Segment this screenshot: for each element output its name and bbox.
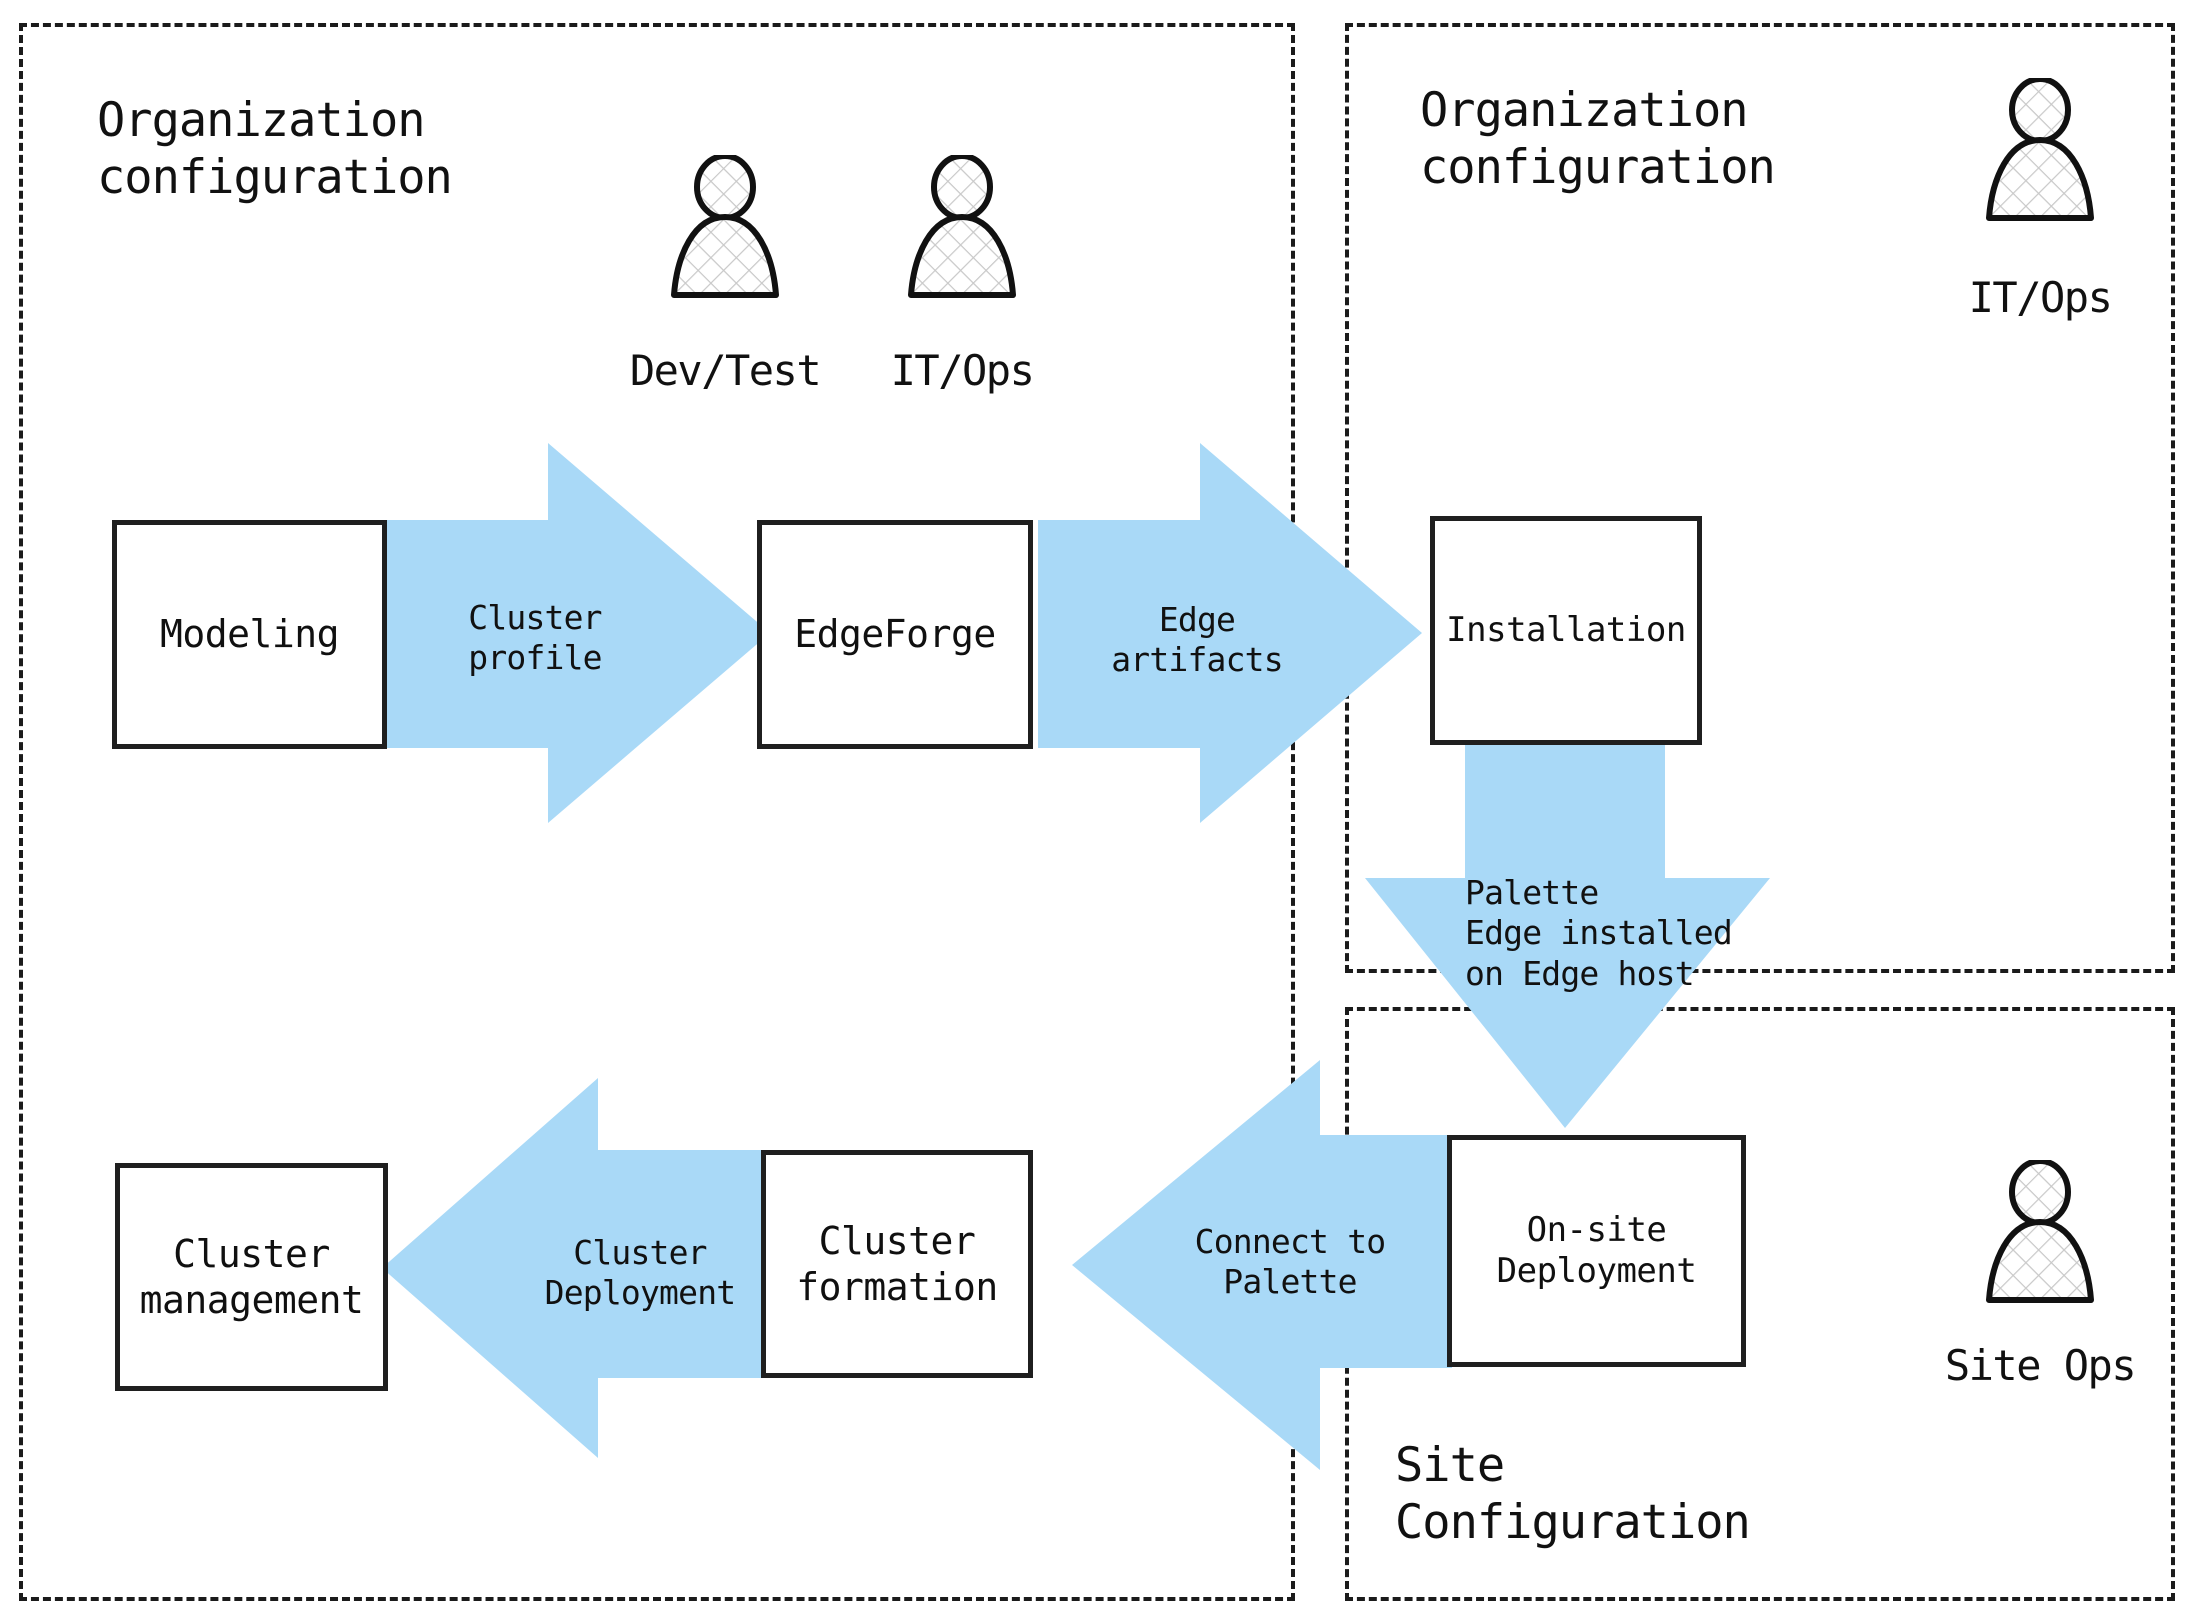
zone-organization-right: [1345, 23, 2175, 973]
person-icon-site-ops: [1986, 1160, 2094, 1303]
persona-label-it-ops-right: IT/Ops: [1968, 273, 2113, 322]
arrow-cluster-profile: [386, 443, 770, 823]
node-modeling[interactable]: Modeling: [112, 520, 387, 749]
zone-title-site-configuration: Site Configuration: [1395, 1438, 1751, 1551]
node-edgeforge[interactable]: EdgeForge: [757, 520, 1033, 749]
node-cluster-formation[interactable]: Cluster formation: [761, 1150, 1033, 1378]
flow-label-cluster-profile: Cluster profile: [468, 598, 602, 678]
arrow-cluster-deployment: [382, 1078, 770, 1458]
persona-label-site-ops: Site Ops: [1944, 1341, 2137, 1390]
node-onsite-deployment[interactable]: On-site Deployment: [1447, 1135, 1746, 1367]
arrow-palette-edge-installed: [1365, 745, 1770, 1128]
person-icon-it-ops-left: [908, 155, 1016, 298]
flow-label-cluster-deployment: Cluster Deployment: [544, 1233, 736, 1313]
zone-title-organization-right: Organization configuration: [1420, 83, 1776, 196]
persona-label-dev-test: Dev/Test: [629, 346, 822, 395]
person-icon-dev-test: [671, 155, 779, 298]
flow-label-edge-artifacts: Edge artifacts: [1111, 600, 1283, 680]
flow-label-connect-to-palette: Connect to Palette: [1194, 1222, 1386, 1302]
zone-title-organization-left: Organization configuration: [97, 93, 453, 206]
zone-organization-left: [19, 23, 1295, 1601]
node-cluster-management[interactable]: Cluster management: [115, 1163, 388, 1391]
arrow-edge-artifacts: [1038, 443, 1422, 823]
flow-label-palette-edge-installed: Palette Edge installed on Edge host: [1465, 873, 1733, 993]
arrow-connect-to-palette-body: [1072, 1060, 1452, 1470]
persona-label-it-ops-left: IT/Ops: [890, 346, 1035, 395]
person-icon-it-ops-right: [1986, 78, 2094, 221]
node-installation[interactable]: Installation: [1430, 516, 1702, 745]
